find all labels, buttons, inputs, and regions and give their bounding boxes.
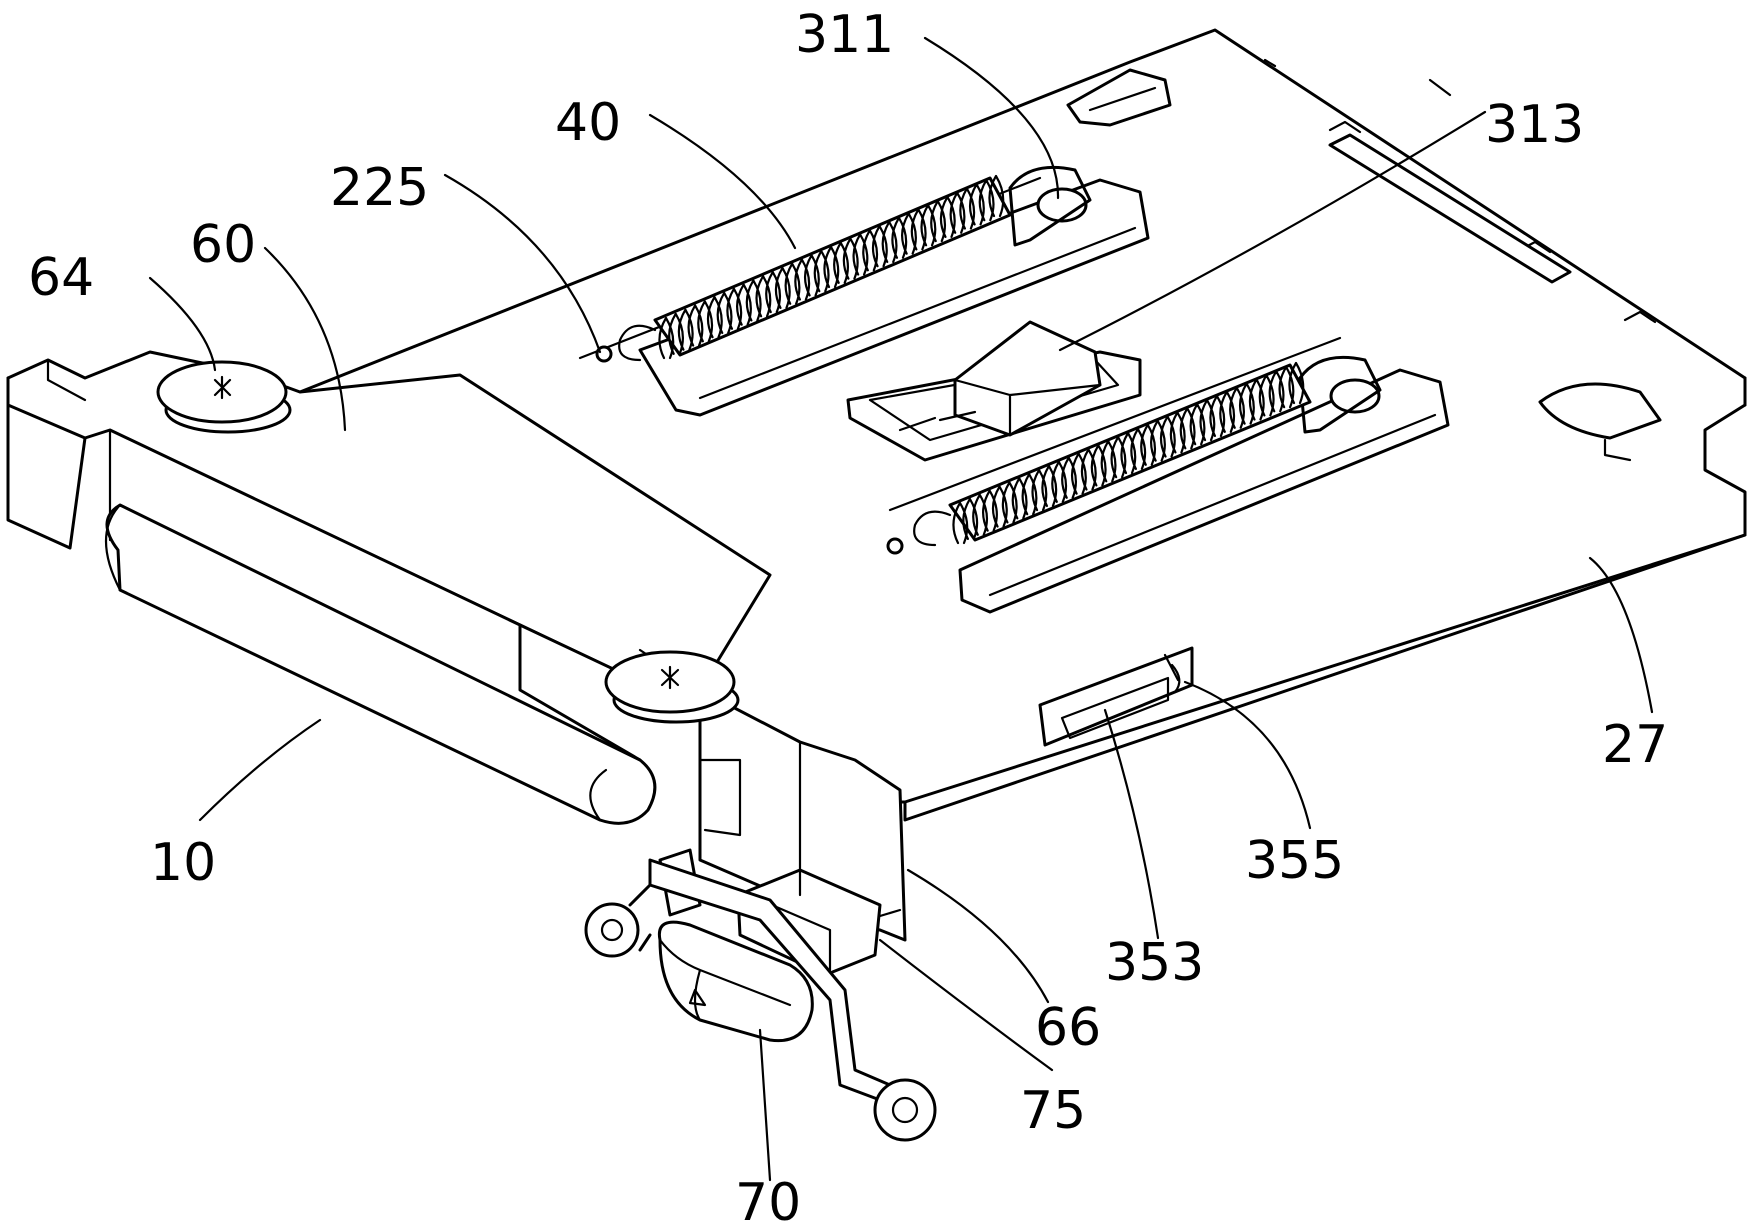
label-40: 40 bbox=[555, 93, 621, 153]
label-355: 355 bbox=[1245, 831, 1344, 891]
label-311: 311 bbox=[795, 5, 894, 65]
label-75: 75 bbox=[1020, 1081, 1086, 1141]
label-66: 66 bbox=[1035, 998, 1101, 1058]
label-10: 10 bbox=[150, 833, 216, 893]
label-27: 27 bbox=[1602, 715, 1668, 775]
label-60: 60 bbox=[190, 215, 256, 275]
label-64: 64 bbox=[28, 248, 94, 308]
label-353: 353 bbox=[1105, 933, 1204, 993]
label-225: 225 bbox=[330, 158, 429, 218]
label-70: 70 bbox=[735, 1173, 801, 1224]
label-313: 313 bbox=[1485, 95, 1584, 155]
screw-64-left bbox=[158, 362, 290, 432]
screw-64-front bbox=[606, 652, 738, 722]
